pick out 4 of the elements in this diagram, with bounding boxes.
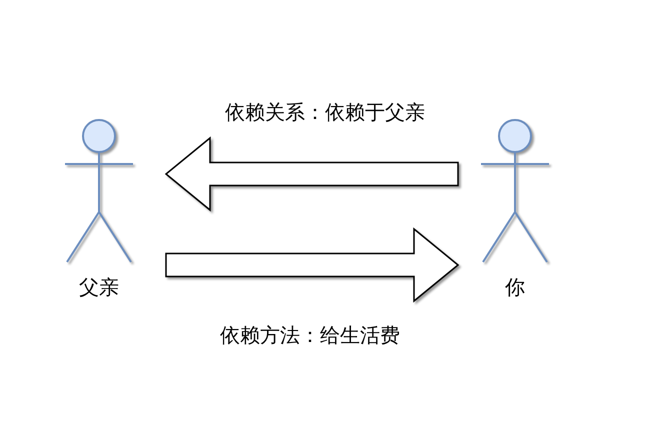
block-arrow [164, 136, 459, 212]
actor-label: 你 [504, 274, 526, 301]
actor-label: 父亲 [78, 274, 120, 301]
block-arrow [165, 227, 460, 303]
